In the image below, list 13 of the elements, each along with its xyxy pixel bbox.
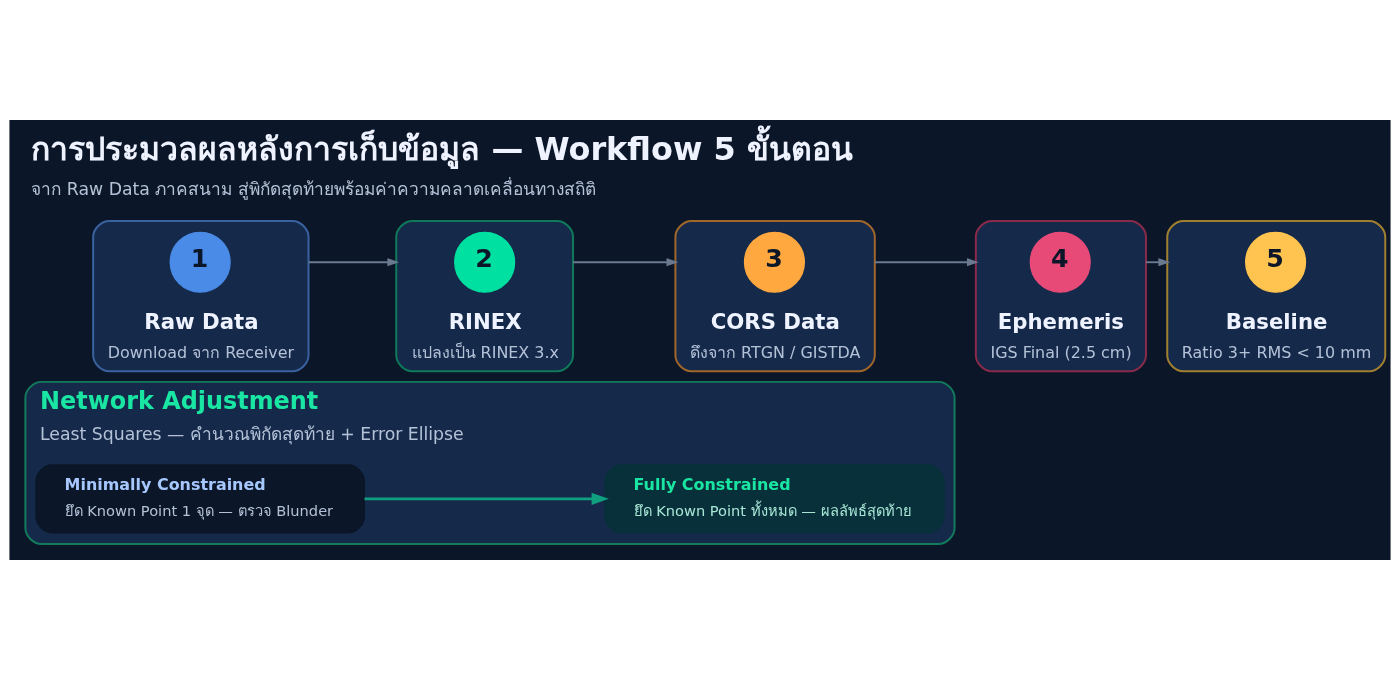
arrow	[873, 258, 979, 267]
arrow	[364, 492, 609, 505]
node-circle: 3	[743, 231, 805, 293]
node-box: Fully Constrained ยึด Known Point ทั้งหมด — ผลลัพธ์สุดท้าย	[604, 464, 945, 534]
node-box: Minimally Constrained ยึด Known Point 1 จุด — ตรวจ Blunder	[35, 464, 365, 534]
arrow	[307, 258, 400, 267]
node-circle: 2	[454, 231, 516, 293]
arrow	[1145, 258, 1171, 267]
node-circle: 5	[1245, 231, 1307, 293]
arrow	[572, 258, 679, 267]
node-circle: 4	[1029, 231, 1091, 293]
caption: จาก Raw Data ภาคสนาม สู่พิกัดสุดท้ายพร้อมค่าความคลาดเคลื่อนทางสถิติ	[31, 178, 596, 199]
node-circle: 1	[169, 231, 231, 293]
